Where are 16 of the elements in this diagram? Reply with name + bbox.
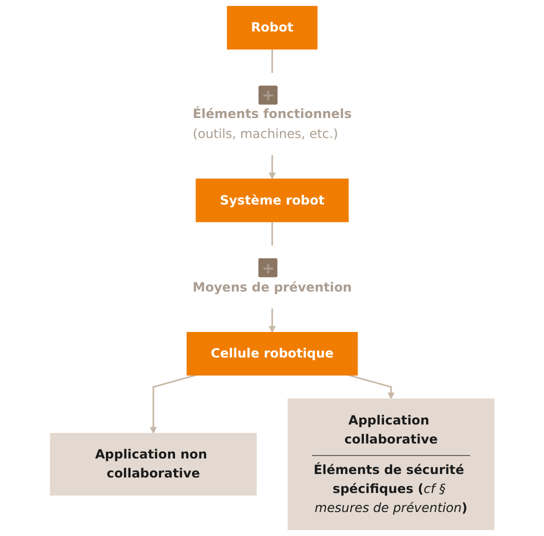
arrow xyxy=(348,374,394,400)
node-box: Application collaborative Éléments de sécurité spécifiques (cf § mesures de prévention) xyxy=(287,398,494,530)
arrow xyxy=(268,155,276,180)
arrow xyxy=(150,374,196,434)
arrow xyxy=(268,308,276,333)
node-box: Application non collaborative xyxy=(50,432,257,496)
node-label: (outils, machines, etc.) xyxy=(192,126,338,141)
node-box: + xyxy=(258,258,278,277)
connector xyxy=(271,49,273,73)
connector xyxy=(271,222,273,246)
node-box: + xyxy=(258,85,278,104)
node-box: Robot xyxy=(226,6,318,50)
node-label: Éléments fonctionnels xyxy=(192,106,352,122)
node-box: Cellule robotique xyxy=(186,332,358,376)
node-label: Moyens de prévention xyxy=(192,279,352,294)
node-box: Système robot xyxy=(196,178,348,222)
